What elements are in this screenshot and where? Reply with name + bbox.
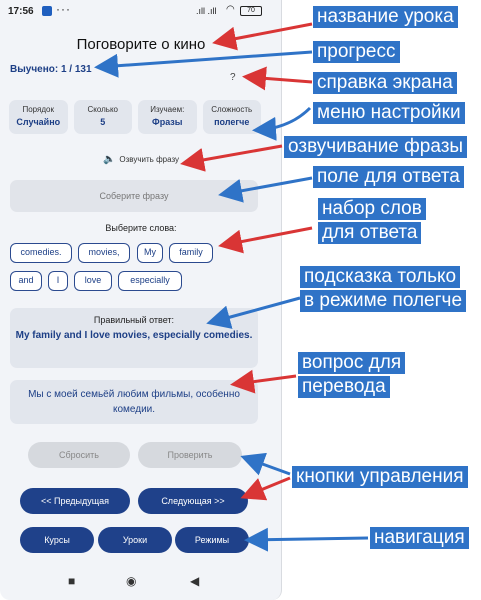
- annotation-words-1: набор слов: [318, 198, 426, 220]
- setting-study[interactable]: Изучаем: Фразы: [138, 100, 197, 134]
- wifi-icon: ◠: [226, 4, 235, 15]
- progress-text: Выучено: 1 / 131: [10, 64, 92, 75]
- annotation-settings: меню настройки: [313, 102, 465, 124]
- word-chip[interactable]: and: [10, 271, 42, 291]
- annotation-navigation: навигация: [370, 527, 469, 549]
- annotation-answer: поле для ответа: [313, 166, 464, 188]
- annotation-progress: прогресс: [313, 41, 400, 63]
- word-chip[interactable]: especially: [118, 271, 182, 291]
- help-button[interactable]: ?: [230, 72, 236, 83]
- recents-icon[interactable]: ■: [68, 574, 76, 588]
- home-icon[interactable]: ◉: [126, 574, 137, 588]
- more-notifications-icon: ···: [56, 2, 71, 16]
- next-button[interactable]: Следующая >>: [138, 488, 248, 514]
- previous-button[interactable]: << Предыдущая: [20, 488, 130, 514]
- annotation-lesson-title: название урока: [313, 6, 458, 28]
- setting-value: Случайно: [16, 117, 61, 127]
- setting-count[interactable]: Сколько 5: [73, 100, 132, 134]
- word-chip[interactable]: love: [74, 271, 112, 291]
- nav-lessons-button[interactable]: Уроки: [98, 527, 172, 553]
- word-chip[interactable]: family: [169, 243, 213, 263]
- setting-label: Порядок: [22, 105, 54, 114]
- hint-text: My family and I love movies, especially …: [15, 330, 253, 341]
- annotation-hint-1: подсказка только: [300, 266, 461, 288]
- phone-screen: 17:56 ··· .ıll .ıll ◠ 70 Поговорите о ки…: [0, 0, 282, 600]
- setting-order[interactable]: Порядок Случайно: [9, 100, 68, 134]
- annotation-question-1: вопрос для: [298, 352, 406, 374]
- setting-label: Изучаем:: [150, 105, 185, 114]
- nav-modes-button[interactable]: Режимы: [175, 527, 249, 553]
- status-bar: 17:56 ··· .ıll .ıll ◠ 70: [0, 0, 282, 24]
- word-chip[interactable]: comedies.: [10, 243, 72, 263]
- speak-label: Озвучить фразу: [119, 155, 180, 164]
- annotation-speak: озвучивание фразы: [284, 136, 468, 158]
- lesson-title: Поговорите о кино: [76, 36, 206, 53]
- back-icon[interactable]: ◀: [190, 574, 200, 588]
- setting-label: Сложность: [211, 105, 253, 114]
- word-chip[interactable]: My: [137, 243, 163, 263]
- word-chip[interactable]: movies,: [78, 243, 130, 263]
- choose-words-label: Выберите слова:: [105, 223, 177, 233]
- speaker-icon: 🔈: [102, 154, 116, 165]
- annotation-words-2: для ответа: [318, 222, 422, 244]
- status-time: 17:56: [8, 6, 34, 17]
- setting-difficulty[interactable]: Сложность полегче: [202, 100, 261, 134]
- battery-icon: 70: [240, 6, 262, 16]
- setting-value: полегче: [214, 117, 250, 127]
- annotation-hint-2: в режиме полегче: [300, 290, 467, 312]
- annotation-help: справка экрана: [313, 72, 457, 94]
- android-nav-bar: ■ ◉ ◀: [0, 568, 282, 594]
- setting-value: 5: [100, 117, 106, 127]
- setting-label: Сколько: [87, 105, 118, 114]
- annotation-question-2: перевода: [298, 376, 390, 398]
- reset-button[interactable]: Сбросить: [28, 442, 130, 468]
- nav-courses-button[interactable]: Курсы: [20, 527, 94, 553]
- hint-label: Правильный ответ:: [93, 315, 175, 325]
- speak-phrase-button[interactable]: 🔈Озвучить фразу: [0, 154, 282, 165]
- signal-icon: .ıll .ıll: [196, 6, 217, 16]
- annotation-controls: кнопки управления: [292, 466, 468, 488]
- setting-value: Фразы: [152, 117, 183, 127]
- hint-box: Правильный ответ: My family and I love m…: [10, 308, 258, 368]
- answer-field[interactable]: Соберите фразу: [10, 180, 258, 212]
- question-text: Мы с моей семьёй любим фильмы, особенно …: [10, 380, 258, 424]
- word-chip[interactable]: I: [48, 271, 68, 291]
- check-button[interactable]: Проверить: [138, 442, 242, 468]
- settings-menu: Порядок Случайно Сколько 5 Изучаем: Фраз…: [9, 100, 261, 134]
- app-notification-icon: [42, 6, 52, 16]
